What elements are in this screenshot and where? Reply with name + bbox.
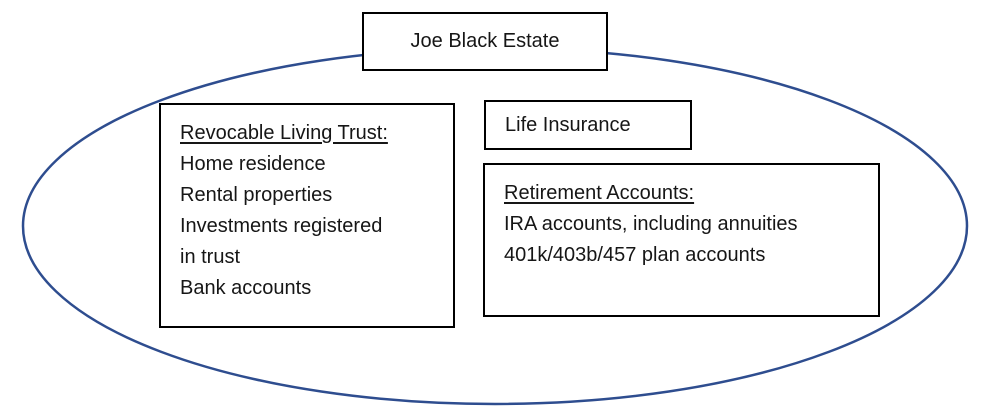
trust-heading: Revocable Living Trust: [180, 122, 388, 144]
trust-item: Bank accounts [180, 277, 312, 299]
trust-item: Investments registered [180, 215, 383, 237]
retirement-item: 401k/403b/457 plan accounts [504, 244, 766, 266]
life-insurance-box: Life Insurance [484, 100, 692, 150]
title-label: Joe Black Estate [410, 30, 560, 52]
title-box: Joe Black Estate [362, 12, 608, 71]
trust-item: in trust [180, 246, 241, 268]
retirement-heading: Retirement Accounts: [504, 182, 695, 204]
trust-item: Rental properties [180, 184, 333, 206]
revocable-living-trust-box: Revocable Living Trust: Home residence R… [159, 103, 455, 328]
life-insurance-label: Life Insurance [505, 113, 631, 136]
retirement-item: IRA accounts, including annuities [504, 213, 798, 235]
retirement-accounts-box: Retirement Accounts: IRA accounts, inclu… [483, 163, 880, 317]
trust-item: Home residence [180, 153, 326, 175]
